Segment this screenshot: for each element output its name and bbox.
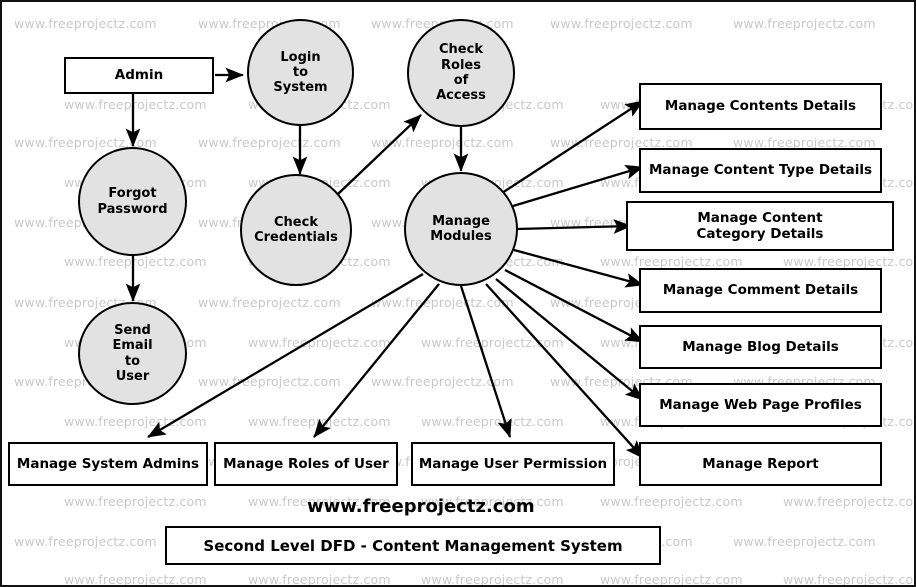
store-manage-contents-details[interactable]: Manage Contents Details xyxy=(639,83,882,130)
store-manage-system-admins[interactable]: Manage System Admins xyxy=(8,442,208,486)
store-manage-roles-of-user[interactable]: Manage Roles of User xyxy=(214,442,398,486)
store-manage-web-page-profiles-label: Manage Web Page Profiles xyxy=(659,396,862,413)
store-manage-content-type-details-label: Manage Content Type Details xyxy=(648,162,873,179)
entity-admin-label: Admin xyxy=(114,67,164,84)
flow-check-credentials-to-check-roles xyxy=(337,114,422,195)
store-manage-report-label: Manage Report xyxy=(702,455,819,472)
flow-modules-to-web-page-profiles xyxy=(495,278,644,401)
store-manage-report[interactable]: Manage Report xyxy=(639,442,882,486)
store-manage-comment-details[interactable]: Manage Comment Details xyxy=(639,268,882,313)
store-manage-user-permission[interactable]: Manage User Permission xyxy=(411,442,615,486)
store-manage-contents-details-label: Manage Contents Details xyxy=(664,98,857,115)
store-manage-roles-of-user-label: Manage Roles of User xyxy=(223,455,389,472)
store-manage-system-admins-label: Manage System Admins xyxy=(16,455,200,472)
store-manage-blog-details-label: Manage Blog Details xyxy=(682,338,839,355)
diagram-title-label: Second Level DFD - Content Management Sy… xyxy=(203,536,623,555)
store-manage-web-page-profiles[interactable]: Manage Web Page Profiles xyxy=(639,383,882,427)
store-manage-user-permission-label: Manage User Permission xyxy=(418,455,608,472)
diagram-title-box: Second Level DFD - Content Management Sy… xyxy=(165,526,661,565)
flow-modules-to-contents-details xyxy=(501,100,644,194)
flow-modules-to-blog-details xyxy=(504,268,644,344)
flow-modules-to-content-type-details xyxy=(512,164,644,208)
store-manage-comment-details-label: Manage Comment Details xyxy=(662,282,859,299)
flow-modules-to-content-category-details xyxy=(516,219,632,234)
store-manage-blog-details[interactable]: Manage Blog Details xyxy=(639,325,882,369)
store-manage-content-type-details[interactable]: Manage Content Type Details xyxy=(639,148,882,193)
flow-modules-to-user-permission xyxy=(459,285,512,438)
flow-modules-to-roles-of-user xyxy=(313,283,440,438)
brand-text: www.freeprojectz.com xyxy=(307,496,535,517)
flow-modules-to-manage-report xyxy=(485,283,644,459)
entity-admin[interactable]: Admin xyxy=(64,57,214,94)
flow-modules-to-system-admins xyxy=(147,273,424,438)
flow-modules-to-comment-details xyxy=(513,248,644,288)
